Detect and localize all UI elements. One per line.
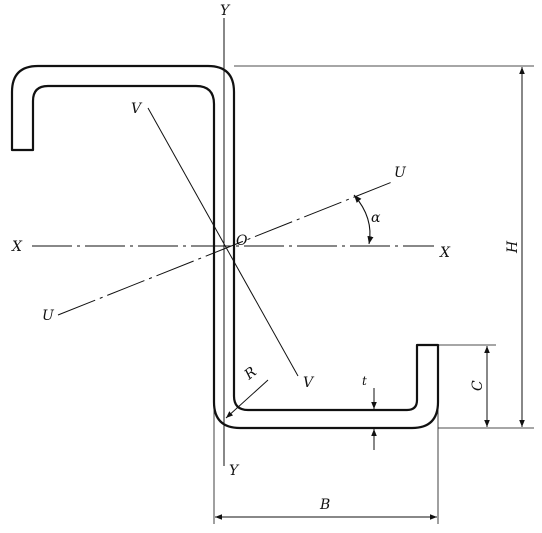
label-x-left: X: [11, 239, 23, 255]
label-lip: C: [470, 380, 486, 391]
label-alpha: α: [371, 210, 381, 226]
label-v-bottom: V: [303, 375, 315, 391]
label-y-top: Y: [220, 3, 231, 19]
label-y-bottom: Y: [229, 463, 240, 479]
v-axis: [147, 107, 299, 377]
label-thickness: t: [362, 374, 367, 388]
label-origin: O: [236, 233, 248, 249]
r-leader: [225, 379, 269, 419]
alpha-arc: [353, 194, 374, 245]
label-radius: R: [241, 364, 260, 384]
label-width: B: [319, 497, 330, 513]
label-height: H: [505, 240, 521, 254]
label-u-bottom: U: [42, 308, 55, 324]
label-v-top: V: [131, 101, 143, 117]
label-u-top: U: [394, 165, 407, 181]
u-axis: [57, 181, 393, 316]
label-x-right: X: [439, 245, 451, 261]
z-section-outer-outline: [10, 64, 440, 430]
